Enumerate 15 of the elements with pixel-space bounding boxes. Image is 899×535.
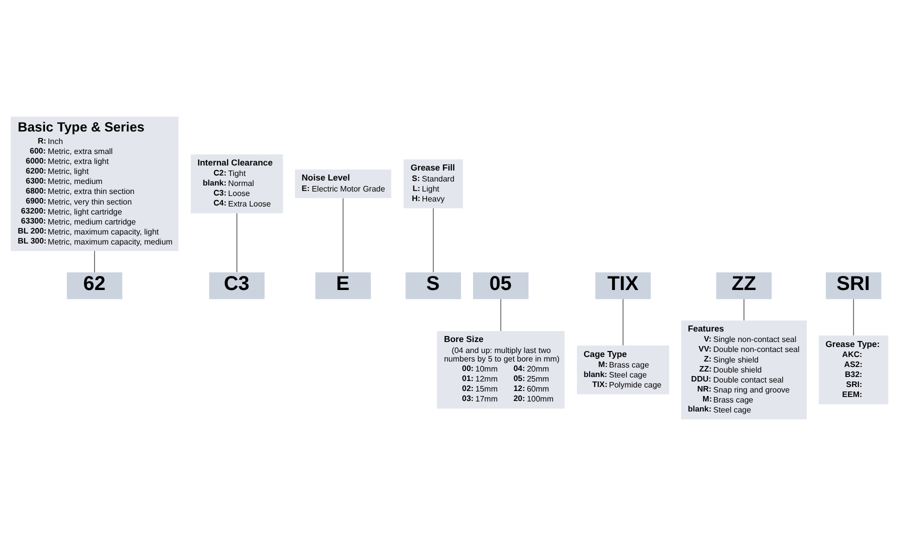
node-box: ZZ (716, 272, 772, 299)
connector (342, 197, 344, 272)
connector (432, 207, 434, 272)
connector (853, 298, 854, 336)
connector (500, 298, 502, 331)
node-box: SRI (826, 272, 882, 299)
node-box: E (315, 272, 371, 299)
node-box: C3 (209, 272, 265, 299)
node-box: 05 (473, 272, 528, 299)
node-box: TIX (595, 272, 651, 299)
node-box: 62 (66, 272, 122, 299)
connector (622, 298, 624, 346)
connector (94, 250, 95, 272)
node-box: S (406, 272, 462, 299)
connector (236, 212, 238, 272)
